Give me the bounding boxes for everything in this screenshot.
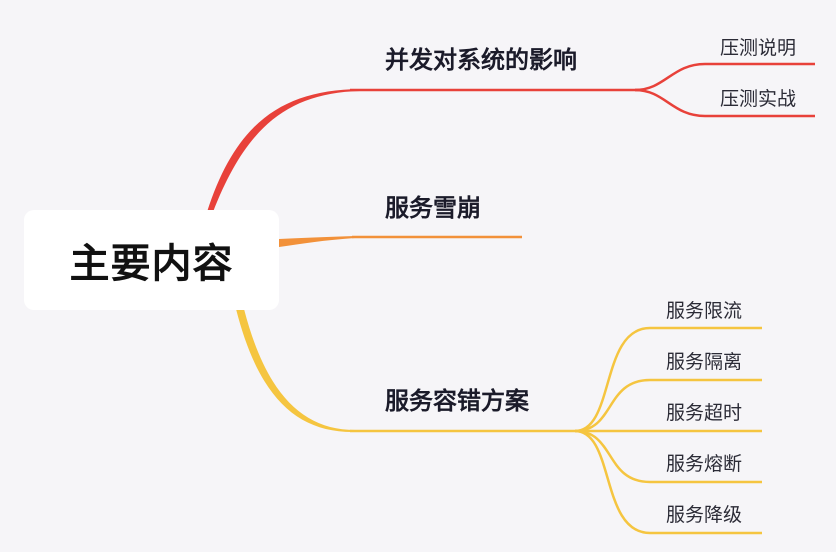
connector-branch-0-leaf-0 bbox=[634, 62, 815, 92]
leaf-node-0-1[interactable]: 压测实战 bbox=[720, 84, 796, 111]
leaf-node-2-4[interactable]: 服务降级 bbox=[666, 500, 742, 527]
connector-branch-2-leaf-4 bbox=[574, 429, 762, 535]
connector-root-branch-1 bbox=[279, 236, 355, 247]
leaf-label: 压测实战 bbox=[720, 88, 797, 110]
leaf-label: 服务限流 bbox=[666, 300, 743, 322]
connector-branch-2-leaf-1 bbox=[574, 378, 762, 433]
branch-label: 服务容错方案 bbox=[385, 387, 529, 415]
root-node-label: 主要内容 bbox=[69, 241, 234, 287]
leaf-label: 服务隔离 bbox=[666, 351, 743, 373]
leaf-label: 服务熔断 bbox=[666, 453, 743, 475]
connector-branch-2-leaf-3 bbox=[574, 429, 762, 484]
branch-label: 服务雪崩 bbox=[385, 194, 481, 222]
leaf-label: 压测说明 bbox=[720, 37, 797, 59]
leaf-node-2-2[interactable]: 服务超时 bbox=[666, 398, 742, 425]
leaf-node-2-3[interactable]: 服务熔断 bbox=[666, 449, 742, 476]
leaf-node-0-0[interactable]: 压测说明 bbox=[720, 33, 796, 60]
leaf-label: 服务超时 bbox=[666, 402, 743, 424]
connector-root-branch-2 bbox=[236, 309, 355, 433]
connector-branch-0-leaf-1 bbox=[634, 88, 815, 118]
branch-node-2[interactable]: 服务容错方案 bbox=[385, 381, 529, 416]
branch-node-1[interactable]: 服务雪崩 bbox=[385, 188, 481, 223]
leaf-label: 服务降级 bbox=[666, 504, 743, 526]
leaf-node-2-1[interactable]: 服务隔离 bbox=[666, 347, 742, 374]
branch-node-0[interactable]: 并发对系统的影响 bbox=[385, 40, 577, 75]
branch-label: 并发对系统的影响 bbox=[385, 46, 577, 74]
connector-branch-2-leaf-0 bbox=[574, 326, 762, 433]
leaf-node-2-0[interactable]: 服务限流 bbox=[666, 296, 742, 323]
connector-root-branch-0 bbox=[207, 89, 360, 212]
root-node[interactable]: 主要内容 bbox=[24, 210, 279, 310]
